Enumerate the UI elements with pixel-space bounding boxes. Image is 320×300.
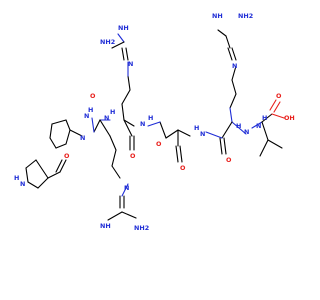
- bond: [121, 211, 137, 219]
- bond: [127, 75, 131, 91]
- bond: [25, 167, 29, 183]
- atom-nitrogen: N: [20, 180, 25, 188]
- bond: [251, 121, 263, 129]
- bond: [123, 119, 135, 127]
- bond: [261, 121, 269, 141]
- bond: [59, 159, 67, 173]
- atom-oxygen: O: [276, 92, 282, 100]
- atom-nitrogen: N: [244, 128, 249, 136]
- bond: [175, 145, 179, 163]
- atom-oxygen: O: [90, 92, 96, 100]
- bond: [111, 41, 125, 49]
- atom-oxygen: O: [64, 152, 70, 160]
- bond: [121, 103, 125, 121]
- bond: [121, 89, 131, 105]
- bond: [111, 165, 121, 179]
- bond: [49, 123, 53, 139]
- bond: [259, 139, 269, 157]
- atom-nitrogen: N: [84, 112, 89, 120]
- bond: [205, 131, 223, 139]
- bond: [121, 183, 129, 197]
- atom-oxygen: O: [226, 156, 232, 164]
- bond: [231, 121, 247, 135]
- atom-hydrogen: H: [194, 124, 199, 132]
- bond: [217, 29, 227, 37]
- bond: [227, 47, 233, 61]
- bond: [267, 139, 283, 149]
- bond: [117, 33, 125, 43]
- bond: [147, 121, 161, 127]
- atom-hydrogen: H: [14, 174, 19, 182]
- atom-hydrogen: H: [110, 108, 115, 116]
- bond: [69, 129, 83, 137]
- bond: [107, 211, 123, 221]
- bond: [93, 119, 101, 133]
- bond: [261, 113, 273, 123]
- bond: [231, 47, 237, 61]
- atom-nitrogen: N: [104, 114, 109, 122]
- bond: [35, 159, 49, 179]
- atom-nitrogen: N: [140, 120, 145, 128]
- bond: [165, 129, 179, 139]
- atom-nitrogen: N: [256, 122, 261, 130]
- atom-nitrogen: N: [124, 184, 129, 192]
- bond: [273, 101, 281, 113]
- bond: [179, 145, 183, 163]
- atom-nitrogen: N: [232, 62, 237, 70]
- bond: [269, 99, 277, 111]
- bond: [65, 119, 71, 131]
- bond: [27, 181, 39, 189]
- atom-nitrogen: NH2: [100, 38, 115, 46]
- bond: [55, 159, 63, 173]
- atom-oxygen: O: [180, 164, 186, 172]
- atom-labels: NH NH2 N NH NH2 N NH NH2 N H N H N H N H…: [14, 12, 295, 232]
- atom-nitrogen: NH2: [238, 12, 253, 20]
- bond: [55, 143, 67, 149]
- bond: [49, 137, 57, 149]
- atom-nitrogen: N: [200, 130, 205, 138]
- bonds: [25, 29, 285, 221]
- bond: [229, 93, 237, 109]
- atom-nitrogen: NH: [212, 12, 223, 20]
- atom-hydroxyl: OH: [284, 114, 295, 122]
- bond: [223, 137, 227, 155]
- bond: [231, 65, 237, 81]
- bond: [121, 47, 125, 61]
- bond: [51, 119, 67, 125]
- atom-hydrogen: H: [88, 106, 93, 114]
- bond: [225, 35, 231, 49]
- atom-nitrogen: N: [128, 60, 133, 68]
- bond: [221, 121, 233, 139]
- atom-hydrogen: H: [148, 114, 153, 122]
- bond: [159, 121, 167, 139]
- atom-nitrogen: NH: [118, 24, 129, 32]
- atom-oxygen: O: [156, 140, 162, 148]
- bond: [123, 119, 133, 137]
- atom-oxygen: O: [130, 152, 136, 160]
- atom-hydrogen: H: [262, 114, 267, 122]
- bond: [271, 113, 285, 119]
- bond: [219, 137, 223, 155]
- bond: [177, 129, 191, 137]
- bond: [111, 149, 117, 167]
- peptide-structure-diagram: NH NH2 N NH NH2 N NH NH2 N H N H N H N H…: [14, 12, 295, 232]
- bond: [231, 79, 237, 95]
- atom-nitrogen: NH: [100, 222, 111, 230]
- bond: [65, 129, 71, 145]
- bond: [229, 107, 233, 123]
- bond: [109, 135, 117, 151]
- bond: [25, 159, 37, 169]
- bond: [37, 177, 49, 189]
- atom-nitrogen: NH2: [134, 224, 149, 232]
- atom-nitrogen: N: [80, 134, 85, 142]
- bond: [91, 117, 95, 133]
- bond: [47, 171, 61, 179]
- atom-hydrogen: H: [236, 122, 241, 130]
- bond: [125, 47, 129, 61]
- bond: [99, 119, 111, 137]
